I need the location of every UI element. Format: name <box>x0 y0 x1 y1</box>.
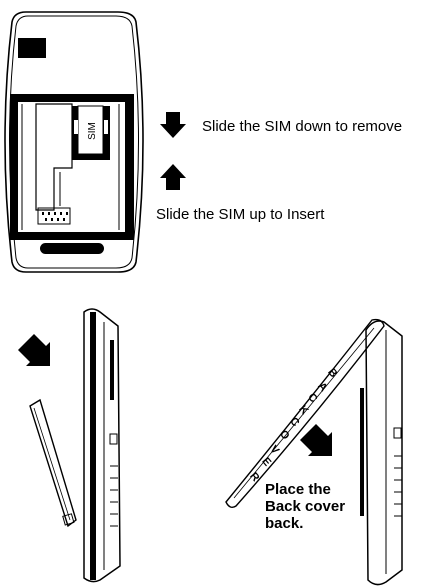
place-back-line: Back cover <box>265 498 345 515</box>
sim-contact-left <box>74 120 78 134</box>
insert-instruction: Slide the SIM up to Insert <box>156 206 324 223</box>
cover-letter: R <box>247 470 261 484</box>
cover-letter: K <box>296 403 310 417</box>
arrow-up-icon <box>160 164 186 190</box>
arrow-diagonal-right-icon <box>300 424 332 456</box>
remove-instruction: Slide the SIM down to remove <box>202 118 402 135</box>
place-back-line: back. <box>265 515 345 532</box>
phone-side-outline <box>84 309 120 582</box>
place-back-line: Place the <box>265 481 345 498</box>
arrow-down-icon <box>160 112 186 138</box>
place-back-instruction: Place the Back cover back. <box>265 481 345 532</box>
phone-back-view <box>5 12 143 272</box>
cover-letter: C <box>287 415 301 429</box>
camera-window <box>18 38 46 58</box>
sim-label: SIM <box>87 122 98 140</box>
phone-side-band <box>90 312 96 580</box>
cover-letter: B <box>325 366 339 380</box>
phone-side-outline-right <box>366 321 402 585</box>
side-key-upper <box>110 340 114 400</box>
grip-slot <box>40 243 104 254</box>
sim-contact-right <box>104 120 108 134</box>
cover-letter: C <box>305 391 319 405</box>
side-buttons <box>110 434 118 526</box>
back-cover-lettering: B A C K C O V E R <box>247 366 339 484</box>
cover-letter: A <box>315 380 329 394</box>
side-key-right <box>360 388 364 516</box>
arrow-diagonal-icon <box>18 334 50 366</box>
cover-inner-edge <box>34 408 70 520</box>
side-buttons-right <box>394 428 402 516</box>
detached-back-cover <box>30 400 76 526</box>
